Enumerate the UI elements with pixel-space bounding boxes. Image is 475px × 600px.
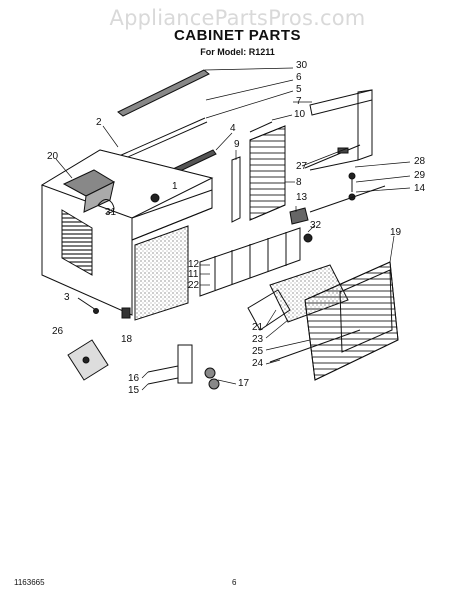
side-frame-part	[309, 89, 373, 116]
cabinet-shell	[40, 149, 214, 316]
rail-bar	[109, 117, 206, 161]
callout-22: 22	[188, 280, 200, 291]
callout-6: 6	[296, 72, 302, 83]
vertical-strip-part	[231, 156, 241, 223]
callout-30: 30	[296, 60, 308, 71]
callout-25: 25	[252, 346, 264, 357]
callout-12: 12	[188, 259, 200, 270]
callout-23: 23	[252, 334, 264, 345]
front-grille-part	[304, 261, 399, 381]
wire-part	[97, 199, 115, 214]
callout-3: 3	[64, 292, 70, 303]
callout-21: 21	[252, 322, 264, 333]
callout-29: 29	[414, 170, 426, 181]
callout-20: 20	[47, 151, 59, 162]
callout-5: 5	[296, 84, 302, 95]
callout-2: 2	[96, 117, 102, 128]
callout-11: 11	[188, 269, 199, 280]
callout-13: 13	[296, 192, 308, 203]
callout-18: 18	[121, 334, 133, 345]
filter-panel-part	[134, 225, 189, 321]
page-title: CABINET PARTS	[173, 27, 302, 44]
model-subtitle: For Model: R1211	[200, 47, 275, 57]
louver-assembly-part	[199, 227, 301, 297]
control-plate-part	[177, 344, 193, 384]
bracket-part	[309, 185, 386, 213]
front-bar-part	[269, 329, 361, 363]
callout-10: 10	[294, 109, 306, 120]
callout-1: 1	[172, 181, 178, 192]
drain-bar	[304, 144, 361, 169]
callout-32: 32	[310, 220, 322, 231]
callout-27: 27	[296, 161, 308, 172]
callout-19: 19	[390, 227, 402, 238]
callout-15: 15	[128, 385, 140, 396]
callout-14: 14	[414, 183, 426, 194]
watermark: AppliancePartsPros.com	[109, 6, 366, 30]
callout-16: 16	[128, 373, 140, 384]
callout-8: 8	[296, 177, 302, 188]
document-number: 1163665	[14, 578, 45, 587]
callout-9: 9	[234, 139, 240, 150]
callout-26: 26	[52, 326, 64, 337]
callout-7: 7	[296, 96, 302, 107]
callout-4: 4	[230, 123, 236, 134]
callout-24: 24	[252, 358, 264, 369]
page-number: 6	[232, 578, 237, 587]
louver-grille-part	[249, 125, 286, 221]
callout-17: 17	[238, 378, 250, 389]
callout-31: 31	[105, 207, 117, 218]
callout-28: 28	[414, 156, 426, 167]
top-rail-part	[117, 69, 210, 117]
